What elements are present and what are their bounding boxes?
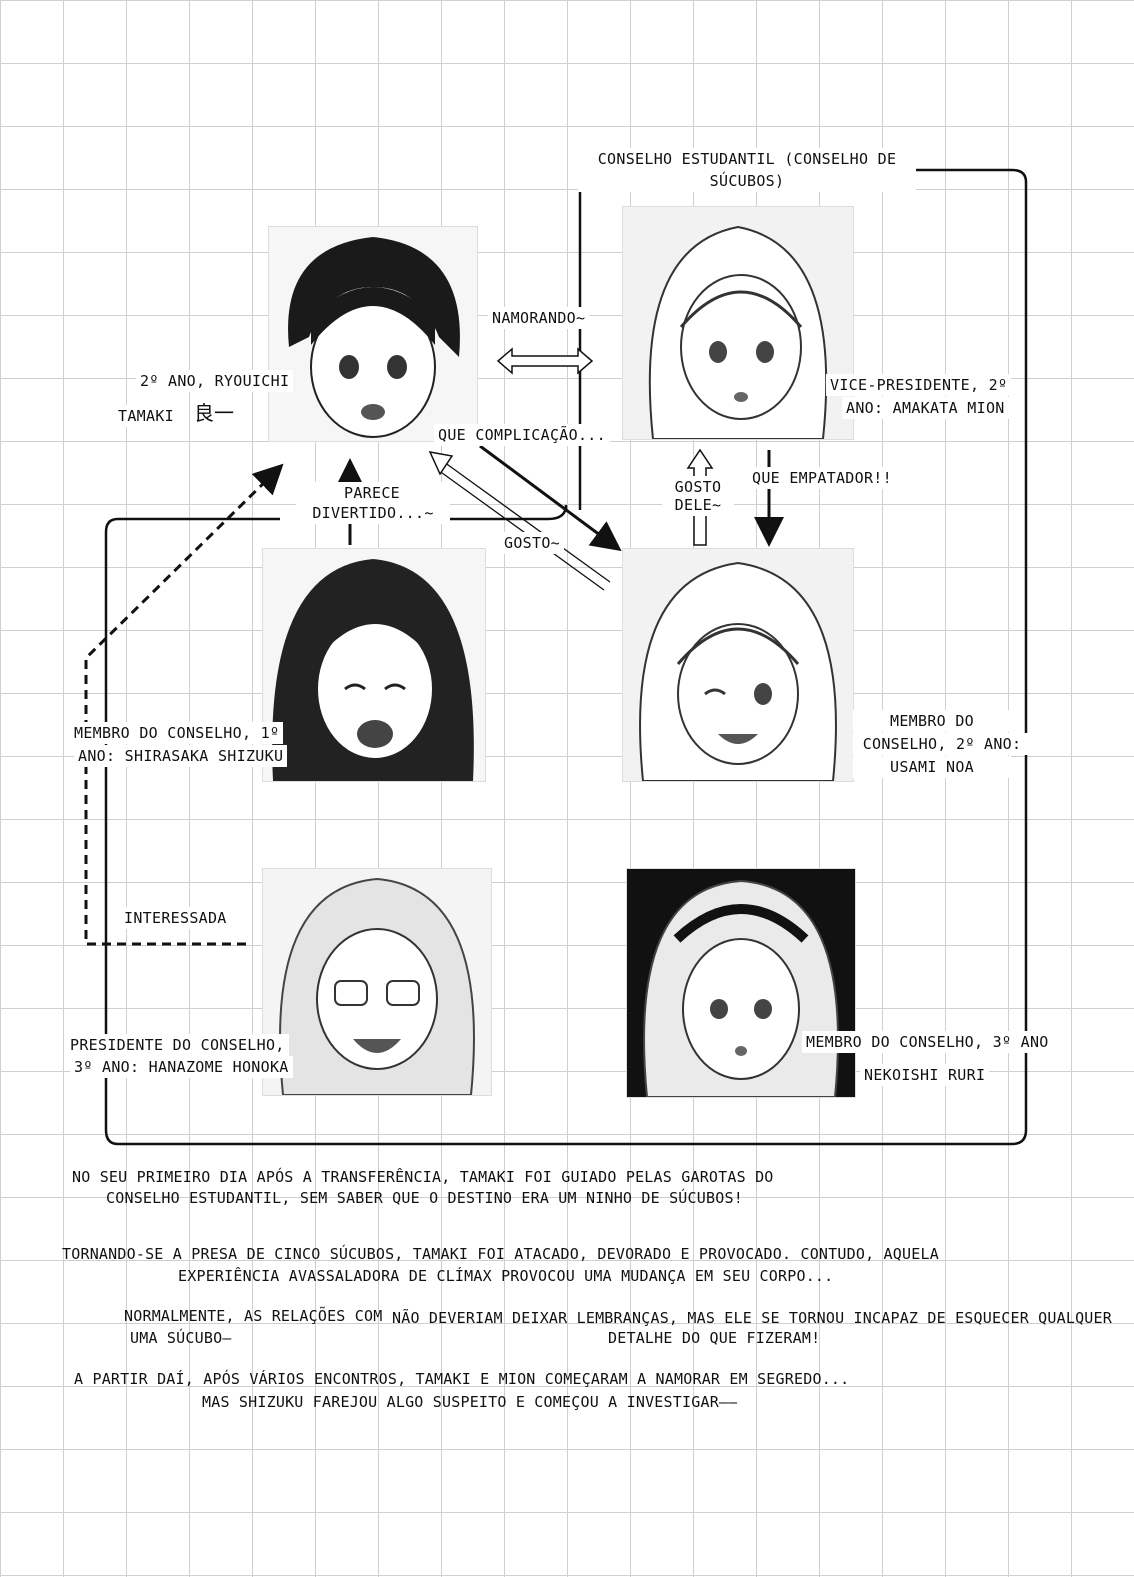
portrait-tamaki [268,226,478,442]
relation-likes: GOSTO~ [500,532,564,554]
portrait-honoka [262,868,492,1096]
portrait-ruri [626,868,856,1098]
relation-blocker: QUE EMPATADOR!! [748,467,896,489]
dating-double-arrow [496,347,594,375]
complication-arrow [479,444,622,552]
character-portrait-icon [263,549,485,781]
tamaki-kanji: 良一 [190,400,238,426]
story-p3-left-line1: NORMALMENTE, AS RELAÇÕES COM [124,1307,383,1325]
shizuku-label-line2: ANO: SHIRASAKA SHIZUKU [74,745,288,767]
story-p4-line1: A PARTIR DAÍ, APÓS VÁRIOS ENCONTROS, TAM… [74,1370,850,1388]
diagram-title: CONSELHO ESTUDANTIL (CONSELHO DE SÚCUBOS… [578,148,916,192]
council-box-inner-link [450,504,568,521]
story-p1-line2: CONSELHO ESTUDANTIL, SEM SABER QUE O DES… [106,1189,743,1207]
tamaki-label-line2: TAMAKI [114,405,178,427]
story-p2-line1: TORNANDO-SE A PRESA DE CINCO SÚCUBOS, TA… [62,1245,939,1263]
tamaki-label-line1: 2º ANO, RYOUICHI [136,370,294,392]
character-portrait-icon [623,207,853,439]
relation-looks-fun-line1: PARECE [302,482,442,504]
shizuku-label-line1: MEMBRO DO CONSELHO, 1º [70,722,284,744]
relation-looks-fun-line2: DIVERTIDO...~ [296,502,450,524]
mion-label-line2: ANO: AMAKATA MION [842,397,1009,419]
noa-label-line2: CONSELHO, 2º ANO: [853,733,1031,755]
ruri-label-line1: MEMBRO DO CONSELHO, 3º ANO [802,1031,1053,1053]
story-p1-line1: NO SEU PRIMEIRO DIA APÓS A TRANSFERÊNCIA… [72,1168,774,1186]
honoka-label-line1: PRESIDENTE DO CONSELHO, [66,1034,289,1056]
portrait-mion [622,206,854,440]
noa-label-line3: USAMI NOA [853,756,1011,778]
portrait-shizuku [262,548,486,782]
story-p2-line2: EXPERIÊNCIA AVASSALADORA DE CLÍMAX PROVO… [178,1267,834,1285]
story-p4-line2: MAS SHIZUKU FAREJOU ALGO SUSPEITO E COME… [202,1393,738,1411]
interested-dashed-line [84,463,284,946]
story-p3-right-line2: DETALHE DO QUE FIZERAM! [608,1329,821,1347]
portrait-noa [622,548,854,782]
honoka-label-line2: 3º ANO: HANAZOME HONOKA [70,1056,293,1078]
relation-likes-him-line1: GOSTO [662,476,734,498]
character-portrait-icon [269,227,477,441]
relation-interested: INTERESSADA [120,907,231,929]
mion-label-line1: VICE-PRESIDENTE, 2º [826,374,1012,396]
likes-hollow-arrow [428,451,611,591]
noa-label-line1: MEMBRO DO [853,710,1011,732]
ruri-label-line2: NEKOISHI RURI [860,1064,990,1086]
relation-complication: QUE COMPLICAÇÃO... [434,424,610,446]
relation-dating: NAMORANDO~ [488,307,590,329]
story-p3-right-line1: NÃO DEVERIAM DEIXAR LEMBRANÇAS, MAS ELE … [392,1309,1112,1327]
character-portrait-icon [623,549,853,781]
story-p3-left-line2: UMA SÚCUBO— [130,1329,232,1347]
character-portrait-icon [263,869,491,1095]
relation-likes-him-line2: DELE~ [662,494,734,516]
character-portrait-icon [627,869,855,1097]
